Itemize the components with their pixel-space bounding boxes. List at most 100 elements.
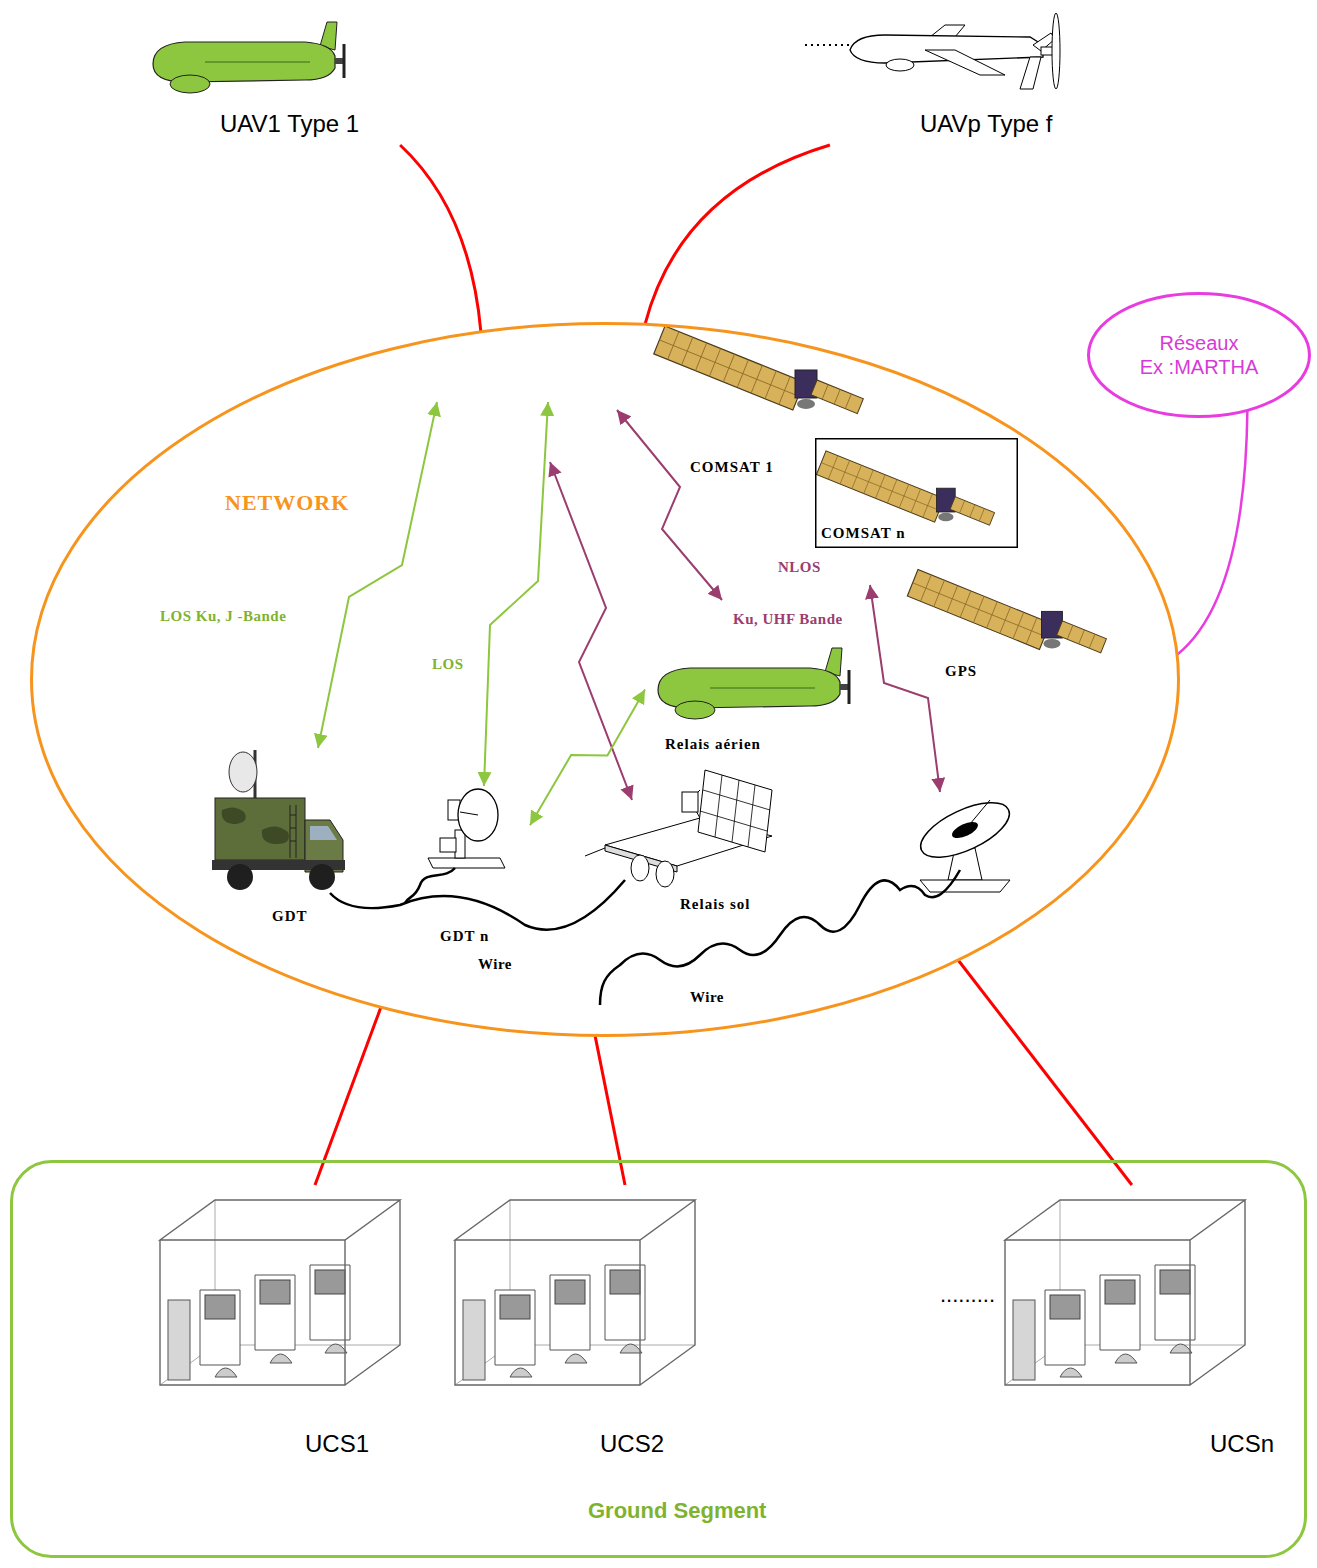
connector xyxy=(645,145,830,324)
control-station: UCS2 xyxy=(455,1185,705,1465)
network-ellipse-outline xyxy=(30,322,1180,1037)
antenna-illustration xyxy=(428,789,505,868)
drone-illustration xyxy=(925,50,1005,75)
trailer-illustration xyxy=(585,770,772,887)
satellite-illustration xyxy=(816,451,994,525)
truck-illustration xyxy=(227,864,253,890)
connector xyxy=(530,690,645,826)
drone-illustration xyxy=(1020,57,1041,89)
drone-illustration xyxy=(805,44,850,46)
drone-illustration xyxy=(805,13,1060,89)
control-station-illustration xyxy=(1005,1200,1245,1385)
control-station: UCSn xyxy=(1005,1185,1279,1465)
control-station-illustration xyxy=(1005,1200,1245,1385)
trailer-illustration xyxy=(585,848,605,856)
antenna-illustration xyxy=(458,789,498,841)
satellite-illustration xyxy=(654,326,864,414)
node-label: UAVp Type f xyxy=(920,110,1053,139)
node-label: Relais aérien xyxy=(665,735,761,753)
network-cloud-outline xyxy=(1089,294,1310,417)
connector xyxy=(315,1007,381,1185)
connector xyxy=(400,145,481,332)
ground-terminal: GDT xyxy=(210,740,350,930)
drone-illustration xyxy=(1041,47,1053,55)
relay-aircraft-illustration xyxy=(658,648,849,719)
uav-illustration xyxy=(153,22,344,93)
ground-relay: Relais sol xyxy=(600,760,780,920)
relay-aircraft-illustration xyxy=(658,648,849,719)
control-station: UCS1 xyxy=(160,1185,410,1465)
node-label: GDT xyxy=(272,907,308,925)
satellite-illustration xyxy=(907,570,1106,653)
control-station-illustration xyxy=(455,1200,695,1385)
band-label: LOS Ku, J -Bande xyxy=(160,607,286,625)
satellite-box: COMSAT n xyxy=(815,438,1018,548)
truck-illustration xyxy=(212,750,345,890)
wire-label: Wire xyxy=(478,955,512,973)
drone-illustration xyxy=(1052,13,1060,89)
ground-terminal: GDT n xyxy=(420,790,530,950)
dish-illustration xyxy=(913,792,1017,892)
node-label: NETWORK xyxy=(225,490,349,516)
network-ellipse: NETWORK COMSAT 1 COMSAT n GPS Relais aérienG… xyxy=(30,322,1180,1037)
uav-aircraft: UAV1 Type 1 xyxy=(140,15,430,145)
node-label: COMSAT n xyxy=(821,524,906,542)
network-cloud: RéseauxEx :MARTHA xyxy=(1087,292,1311,418)
band-label: Ku, UHF Bande xyxy=(733,610,843,628)
ground-segment: Ground Segment UCS1 UCS2 UCSn xyxy=(10,1160,1307,1558)
satellite: GPS xyxy=(905,555,1130,695)
dish-illustration xyxy=(913,792,1017,869)
antenna-illustration xyxy=(440,838,456,852)
node-label: UCSn xyxy=(1210,1430,1274,1459)
node-label: UAV1 Type 1 xyxy=(220,110,359,139)
node-label: GPS xyxy=(945,662,977,680)
antenna-illustration xyxy=(428,858,505,868)
radio-link xyxy=(484,402,548,786)
satellite-illustration xyxy=(816,451,994,525)
network-ellipse-outline xyxy=(32,324,1179,1036)
connector xyxy=(958,960,1132,1185)
relay-aircraft: Relais aérien xyxy=(645,638,865,758)
radio-link xyxy=(617,410,722,600)
band-label: NLOS xyxy=(778,558,821,576)
network-cloud-outline xyxy=(1087,292,1311,418)
radio-link xyxy=(318,402,437,748)
trailer-illustration xyxy=(631,855,649,881)
trailer-illustration xyxy=(698,770,772,852)
trailer-illustration xyxy=(700,775,770,847)
node-label: COMSAT 1 xyxy=(690,458,774,476)
radio-link xyxy=(870,585,940,792)
uav-aircraft: UAVp Type f xyxy=(790,0,1090,145)
wire xyxy=(330,868,960,1005)
antenna-illustration xyxy=(460,812,478,815)
radio-link xyxy=(318,402,940,800)
drone-illustration xyxy=(886,59,914,71)
node-label: UCS2 xyxy=(600,1430,664,1459)
truck-illustration xyxy=(310,826,337,840)
node-label: Relais sol xyxy=(680,895,750,913)
connector xyxy=(1177,410,1247,654)
band-label: LOS xyxy=(432,655,464,673)
truck-illustration xyxy=(215,798,305,860)
satellite-box-outline xyxy=(816,439,1018,548)
node-label: Ground Segment xyxy=(588,1498,766,1524)
node-label: UCS1 xyxy=(305,1430,369,1459)
wire xyxy=(330,880,625,930)
trailer-illustration xyxy=(656,861,674,887)
ground-segment-outline xyxy=(12,1162,1306,1557)
truck-illustration xyxy=(229,752,257,792)
node-label: GDT n xyxy=(440,927,489,945)
wire xyxy=(600,870,960,1005)
dish-illustration xyxy=(965,800,990,830)
satellite: COMSAT 1 xyxy=(660,300,810,480)
dish-illustration xyxy=(913,792,1017,869)
control-station-illustration xyxy=(160,1200,400,1385)
wire-label: Wire xyxy=(690,988,724,1006)
dish-illustration xyxy=(920,880,1010,892)
satellite-illustration xyxy=(907,570,1106,653)
node-label: Réseaux xyxy=(1160,331,1239,355)
satellite-illustration xyxy=(654,326,864,414)
